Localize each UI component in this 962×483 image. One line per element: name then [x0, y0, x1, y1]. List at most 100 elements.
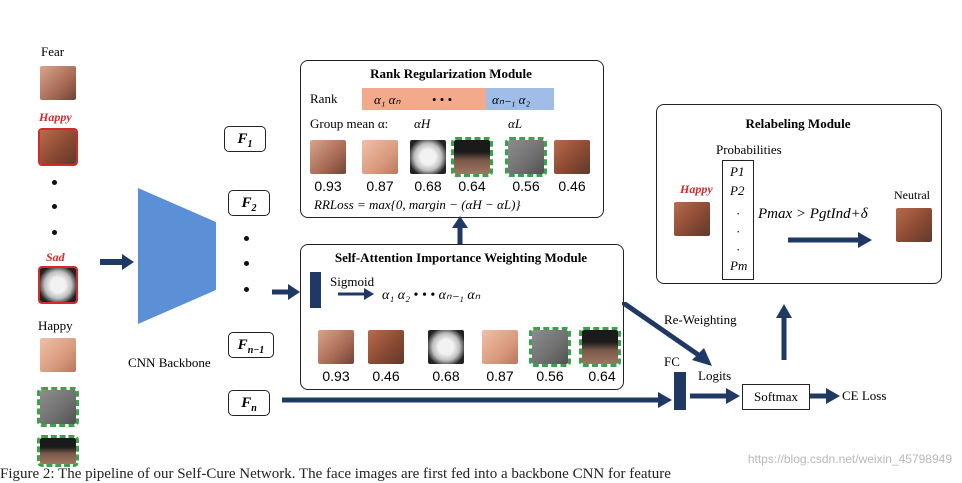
sa-value: 0.87 — [486, 368, 514, 384]
rank-face-6 — [554, 140, 590, 174]
softmax-label: Softmax — [753, 389, 799, 404]
rank-value: 0.87 — [366, 178, 394, 194]
prob-item: · — [736, 224, 741, 239]
arrow-sigmoid — [338, 288, 374, 300]
sa-face-1 — [318, 330, 354, 364]
rank-label: Rank — [310, 91, 338, 106]
feature-letter: F — [237, 131, 248, 147]
prob-item: P1 — [730, 164, 745, 179]
fc-block — [674, 372, 686, 410]
watermark: https://blog.csdn.net/weixin_45798949 — [747, 452, 952, 466]
alpha-l: αL — [508, 116, 523, 131]
rank-bar-high — [362, 88, 486, 110]
logits-label: Logits — [698, 368, 732, 383]
sa-value: 0.68 — [432, 368, 460, 384]
arrow-fc-to-softmax — [690, 388, 740, 404]
feature-subscript: n−1 — [247, 345, 265, 356]
relabel-happy-label: Happy — [680, 182, 713, 196]
ellipsis-dot — [52, 204, 57, 209]
relabel-face-output — [896, 208, 932, 242]
sigmoid-label: Sigmoid — [330, 274, 375, 289]
feature-box-fn-1: Fn−1 — [228, 332, 274, 358]
sa-face-5 — [529, 327, 571, 367]
rank-bar-low — [486, 88, 554, 110]
rank-high-alphas: α₁ αₙ — [374, 92, 401, 107]
sa-value: 0.64 — [588, 368, 616, 384]
arrow-features-to-sa — [272, 284, 300, 300]
softmax-box: Softmax — [742, 384, 810, 410]
rank-value: 0.93 — [314, 178, 342, 194]
face-image-dark — [37, 435, 79, 467]
rank-face-5 — [505, 137, 547, 177]
fc-label: FC — [664, 354, 680, 369]
sigmoid-block — [310, 272, 321, 308]
relabel-module-title: Relabeling Module — [745, 116, 851, 131]
label-happy-red: Happy — [39, 110, 72, 124]
ellipsis-dot — [244, 287, 249, 292]
reweighting-label: Re-Weighting — [664, 312, 737, 327]
rank-dots: • • • — [432, 92, 453, 107]
ellipsis-dot — [244, 261, 249, 266]
rr-loss-formula: RRLoss = max{0, margin − (αH − αL)} — [314, 197, 521, 212]
prob-item: Pm — [730, 258, 748, 273]
prob-item: · — [736, 206, 741, 221]
sa-value: 0.56 — [536, 368, 564, 384]
sa-alphas: α₁ α₂ • • • αₙ₋₁ αₙ — [382, 288, 481, 303]
arrow-sa-to-rank — [452, 216, 468, 244]
label-happy: Happy — [38, 318, 73, 333]
rank-regularization-panel — [300, 60, 604, 218]
feature-box-f2: F2 — [228, 190, 270, 216]
arrow-softmax-to-ce — [810, 388, 840, 404]
cnn-backbone-shape — [138, 188, 216, 324]
rank-face-4 — [451, 137, 493, 177]
sa-face-3 — [428, 330, 464, 364]
label-sad-red: Sad — [46, 250, 65, 264]
rank-value: 0.56 — [512, 178, 540, 194]
ellipsis-dot — [52, 230, 57, 235]
relabel-condition: Pmax > PgtInd+δ — [758, 206, 868, 222]
face-image-happy-mislabeled — [38, 128, 78, 166]
label-fear: Fear — [41, 44, 65, 59]
probabilities-label: Probabilities — [716, 142, 782, 157]
feature-subscript: 1 — [247, 139, 253, 150]
rank-low-alphas: αₙ₋₁ α₂ — [492, 92, 530, 107]
face-image-fear — [40, 66, 76, 100]
sa-face-2 — [368, 330, 404, 364]
alpha-h: αH — [414, 116, 431, 131]
probability-vector — [722, 160, 754, 280]
prob-item: · — [736, 242, 741, 257]
ellipsis-dot — [244, 236, 249, 241]
cnn-backbone-label: CNN Backbone — [128, 355, 211, 370]
ellipsis-dot — [52, 180, 57, 185]
feature-box-f1: F1 — [224, 126, 266, 152]
rank-face-1 — [310, 140, 346, 174]
neutral-label: Neutral — [894, 188, 930, 202]
rank-value: 0.46 — [558, 178, 586, 194]
face-image-happy — [40, 338, 76, 372]
feature-letter: F — [237, 337, 248, 353]
arrow-fn-to-fc — [282, 392, 672, 408]
feature-letter: F — [241, 395, 252, 411]
arrow-softmax-to-relabel — [776, 304, 792, 360]
arrow-reweighting — [622, 302, 712, 366]
figure-caption: Figure 2: The pipeline of our Self-Cure … — [0, 466, 671, 482]
feature-subscript: 2 — [251, 203, 257, 214]
feature-box-fn: Fn — [228, 390, 270, 416]
arrow-to-backbone — [100, 254, 134, 270]
feature-letter: F — [241, 195, 252, 211]
ce-loss-label: CE Loss — [842, 388, 887, 403]
relabeling-panel — [656, 104, 942, 284]
sa-value: 0.46 — [372, 368, 400, 384]
prob-item: P2 — [730, 183, 745, 198]
self-attention-panel — [300, 244, 624, 390]
arrow-relabel — [788, 232, 872, 248]
rank-value: 0.64 — [458, 178, 486, 194]
sa-face-6 — [579, 327, 621, 367]
group-mean-label: Group mean α: — [310, 116, 389, 131]
rank-face-3 — [410, 140, 446, 174]
rank-value: 0.68 — [414, 178, 442, 194]
rank-face-2 — [362, 140, 398, 174]
sa-module-title: Self-Attention Importance Weighting Modu… — [334, 250, 588, 265]
sa-face-4 — [482, 330, 518, 364]
face-image-occluded — [37, 387, 79, 427]
